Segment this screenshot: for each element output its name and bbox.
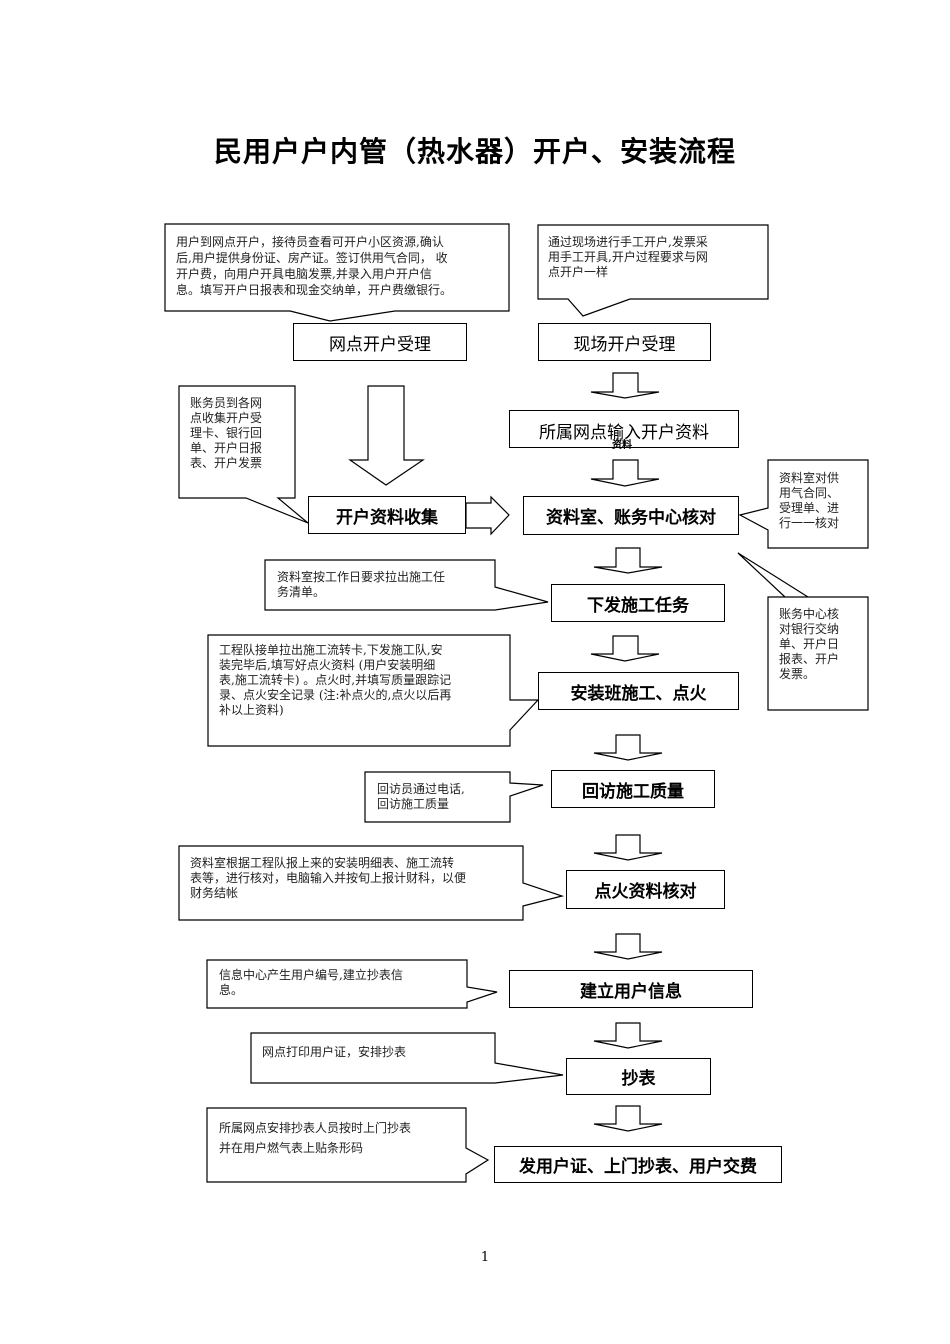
note-line: 务清单。	[277, 585, 326, 599]
arrow-down	[590, 459, 660, 487]
note-line: 网点打印用户证，安排抄表	[262, 1045, 407, 1059]
note-line: 用手工开具,开户过程要求与网	[548, 250, 708, 264]
callout-finance-center	[767, 596, 869, 711]
note-line: 装完毕后,填写好点火资料 (用户安装明细	[219, 658, 436, 672]
arrow-down	[593, 834, 663, 861]
note-line: 通过现场进行手工开户,发票采	[548, 235, 708, 249]
callout-onsite	[537, 224, 769, 317]
callout-install	[207, 634, 540, 747]
step-verification: 资料室、账务中心核对	[523, 496, 739, 535]
note-line: 表等，进行核对，电脑输入并按旬上报计财科，以便	[190, 871, 467, 885]
note-line: 资料室根据工程队报上来的安装明细表、施工流转	[190, 856, 455, 870]
arrow-down	[593, 1105, 663, 1132]
note-line: 回访员通过电话,	[377, 782, 465, 796]
step-create-user-info: 建立用户信息	[509, 970, 753, 1008]
callout-finance-center-pointer	[737, 552, 809, 598]
note-line: 开户费，向用户开具电脑发票,并录入用户开户信	[176, 267, 432, 281]
callout-revisit	[364, 771, 544, 823]
note-user-info: 信息中心产生用户编号,建立抄表信 息。	[219, 968, 464, 998]
arrow-down	[590, 372, 660, 399]
note-branch-office: 用户到网点开户，接待员查看可开户小区资源,确认 后,用户提供身份证、房产证。签订…	[176, 234, 506, 298]
note-line: 行一一核对	[779, 516, 840, 530]
note-line: 单、开户日报	[190, 441, 263, 455]
note-line: 用气合同、	[779, 486, 840, 500]
step-data-collection: 开户资料收集	[308, 496, 466, 534]
note-line: 补以上资料)	[219, 703, 284, 717]
note-line: 财务结帐	[190, 886, 239, 900]
step-branch-input-overflow-text: 资料	[612, 440, 632, 451]
note-line: 账务中心核	[779, 607, 840, 621]
note-line: 后,用户提供身份证、房产证。签订供用气合同， 收	[176, 251, 448, 265]
note-line: 所属网点安排抄表人员按时上门抄表	[219, 1121, 412, 1135]
step-final: 发用户证、上门抄表、用户交费	[494, 1146, 782, 1183]
note-line: 息。	[219, 983, 244, 997]
callout-user-info	[206, 959, 498, 1009]
note-line: 报表、开户	[779, 652, 840, 666]
callout-ignition	[178, 845, 565, 921]
step-onsite-acceptance: 现场开户受理	[538, 323, 711, 361]
note-line: 受理单、进	[779, 501, 840, 515]
note-line: 用户到网点开户，接待员查看可开户小区资源,确认	[176, 235, 444, 249]
note-line: 理卡、银行回	[190, 426, 263, 440]
arrow-down	[593, 933, 663, 960]
note-line: 资料室按工作日要求拉出施工任	[277, 570, 446, 584]
step-branch-input: 所属网点输入开户资料	[509, 410, 739, 448]
note-meter-staff: 所属网点安排抄表人员按时上门抄表 并在用户燃气表上贴条形码	[219, 1118, 464, 1158]
page-number: 1	[480, 1250, 490, 1265]
note-line: 息。填写开户日报表和现金交纳单，开户费缴银行。	[176, 283, 453, 297]
note-line: 单、开户日	[779, 637, 840, 651]
arrow-down-large	[348, 385, 425, 486]
callout-dispatch	[264, 559, 549, 611]
note-line: 信息中心产生用户编号,建立抄表信	[219, 968, 403, 982]
arrow-down	[593, 1022, 663, 1049]
step-install-ignite: 安装班施工、点火	[538, 672, 739, 710]
note-line: 点收集开户受	[190, 411, 263, 425]
arrow-right	[465, 495, 510, 536]
note-line: 对银行交纳	[779, 622, 840, 636]
note-install: 工程队接单拉出施工流转卡,下发施工队,安 装完毕后,填写好点火资料 (用户安装明…	[219, 643, 509, 718]
step-revisit-quality: 回访施工质量	[551, 770, 715, 808]
note-line: 发票。	[779, 667, 816, 681]
callout-meter-staff	[206, 1107, 490, 1183]
step-meter-reading: 抄表	[566, 1058, 711, 1095]
note-line: 并在用户燃气表上贴条形码	[219, 1141, 364, 1155]
note-line: 表、开户发票	[190, 456, 263, 470]
step-dispatch-task: 下发施工任务	[551, 584, 725, 622]
note-onsite: 通过现场进行手工开户,发票采 用手工开具,开户过程要求与网 点开户一样	[548, 235, 763, 280]
note-print-cert: 网点打印用户证，安排抄表	[262, 1045, 492, 1060]
note-line: 表,施工流转卡) 。点火时,并填写质量跟踪记	[219, 673, 452, 687]
arrow-down	[590, 635, 660, 662]
note-records-room-check: 资料室对供 用气合同、 受理单、进 行一一核对	[779, 471, 864, 531]
note-line: 回访施工质量	[377, 797, 450, 811]
note-line: 点开户一样	[548, 265, 609, 279]
callout-accountant	[178, 385, 309, 524]
callout-branch-office	[164, 223, 510, 322]
note-line: 工程队接单拉出施工流转卡,下发施工队,安	[219, 643, 443, 657]
note-ignition: 资料室根据工程队报上来的安装明细表、施工流转 表等，进行核对，电脑输入并按旬上报…	[190, 856, 520, 901]
step-branch-office-acceptance: 网点开户受理	[293, 323, 467, 361]
arrow-down	[593, 547, 663, 574]
note-line: 账务员到各网	[190, 396, 263, 410]
callout-print-cert	[250, 1032, 564, 1084]
page-title: 民用户户内管（热水器）开户、安装流程	[213, 135, 736, 168]
note-revisit: 回访员通过电话, 回访施工质量	[377, 782, 507, 812]
arrow-down	[593, 734, 663, 761]
note-finance-center-check: 账务中心核 对银行交纳 单、开户日 报表、开户 发票。	[779, 607, 864, 682]
callout-records-room	[738, 459, 869, 549]
step-ignition-check: 点火资料核对	[566, 870, 725, 909]
note-line: 录、点火安全记录 (注:补点火的,点火以后再	[219, 688, 452, 702]
note-dispatch: 资料室按工作日要求拉出施工任 务清单。	[277, 570, 492, 600]
note-accountant-collect: 账务员到各网 点收集开户受 理卡、银行回 单、开户日报 表、开户发票	[190, 396, 290, 471]
note-line: 资料室对供	[779, 471, 840, 485]
